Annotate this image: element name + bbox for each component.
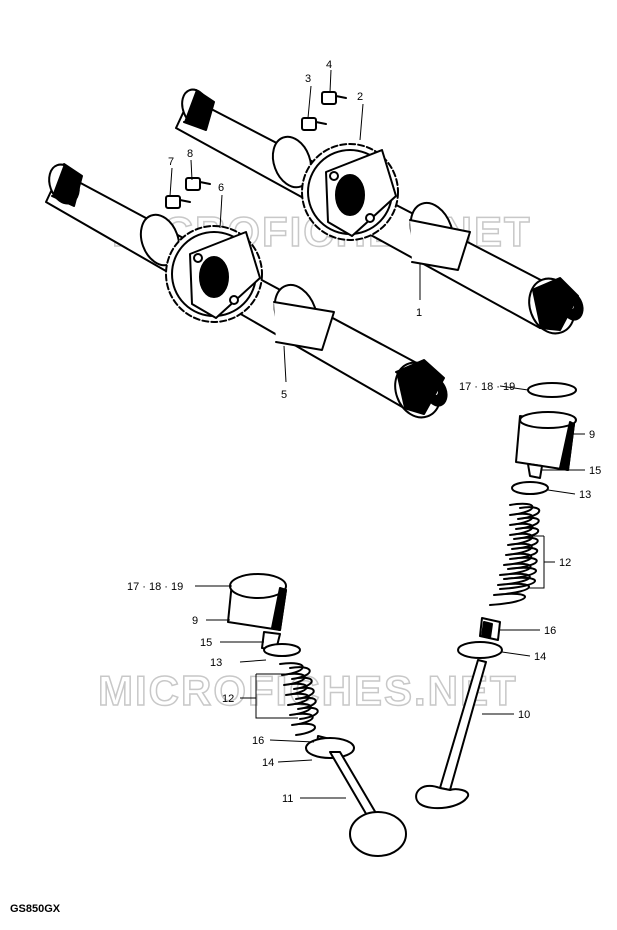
callout-17-18-19-left: 17 · 18 · 19 bbox=[127, 581, 183, 593]
callout-12-left: 12 bbox=[222, 693, 234, 705]
leader-lines bbox=[169, 69, 585, 799]
callout-16-left: 16 bbox=[252, 735, 264, 747]
callout-13-left: 13 bbox=[210, 657, 222, 669]
callout-13-right: 13 bbox=[579, 489, 591, 501]
seat-right bbox=[457, 641, 503, 659]
cotter-right bbox=[527, 463, 543, 479]
callout-16-right: 16 bbox=[544, 625, 556, 637]
bolt-3 bbox=[301, 117, 327, 131]
callout-10: 10 bbox=[518, 709, 530, 721]
callout-14-left: 14 bbox=[262, 757, 274, 769]
shim-right bbox=[527, 382, 577, 398]
callout-1: 1 bbox=[416, 307, 422, 319]
callout-15-right: 15 bbox=[589, 465, 601, 477]
callout-8: 8 bbox=[187, 148, 193, 160]
callout-6: 6 bbox=[218, 182, 224, 194]
callout-9-right: 9 bbox=[589, 429, 595, 441]
callout-17-18-19-right: 17 · 18 · 19 bbox=[459, 381, 515, 393]
sprocket-lower bbox=[165, 225, 263, 323]
bolt-7 bbox=[165, 195, 191, 209]
retainer-left bbox=[263, 643, 301, 657]
callout-15-left: 15 bbox=[200, 637, 212, 649]
sprocket-upper bbox=[301, 143, 399, 241]
spring-left bbox=[279, 662, 319, 736]
callout-3: 3 bbox=[305, 73, 311, 85]
callout-11: 11 bbox=[282, 793, 293, 805]
tappet-right bbox=[515, 411, 577, 471]
callout-4: 4 bbox=[326, 59, 332, 71]
callout-5: 5 bbox=[281, 389, 287, 401]
spring-right bbox=[489, 502, 541, 606]
callout-12-right: 12 bbox=[559, 557, 571, 569]
seal-right bbox=[479, 617, 501, 641]
tappet-left bbox=[227, 573, 287, 631]
callout-14-right: 14 bbox=[534, 651, 546, 663]
callout-7: 7 bbox=[168, 156, 174, 168]
retainer-right bbox=[511, 481, 549, 495]
callout-9-left: 9 bbox=[192, 615, 198, 627]
valve-11 bbox=[329, 751, 407, 857]
valve-10 bbox=[415, 659, 487, 810]
seat-left bbox=[305, 737, 355, 759]
bolt-8 bbox=[185, 177, 211, 191]
callout-2: 2 bbox=[357, 91, 363, 103]
model-code: GS850GX bbox=[10, 903, 61, 915]
bolt-4 bbox=[321, 91, 347, 105]
